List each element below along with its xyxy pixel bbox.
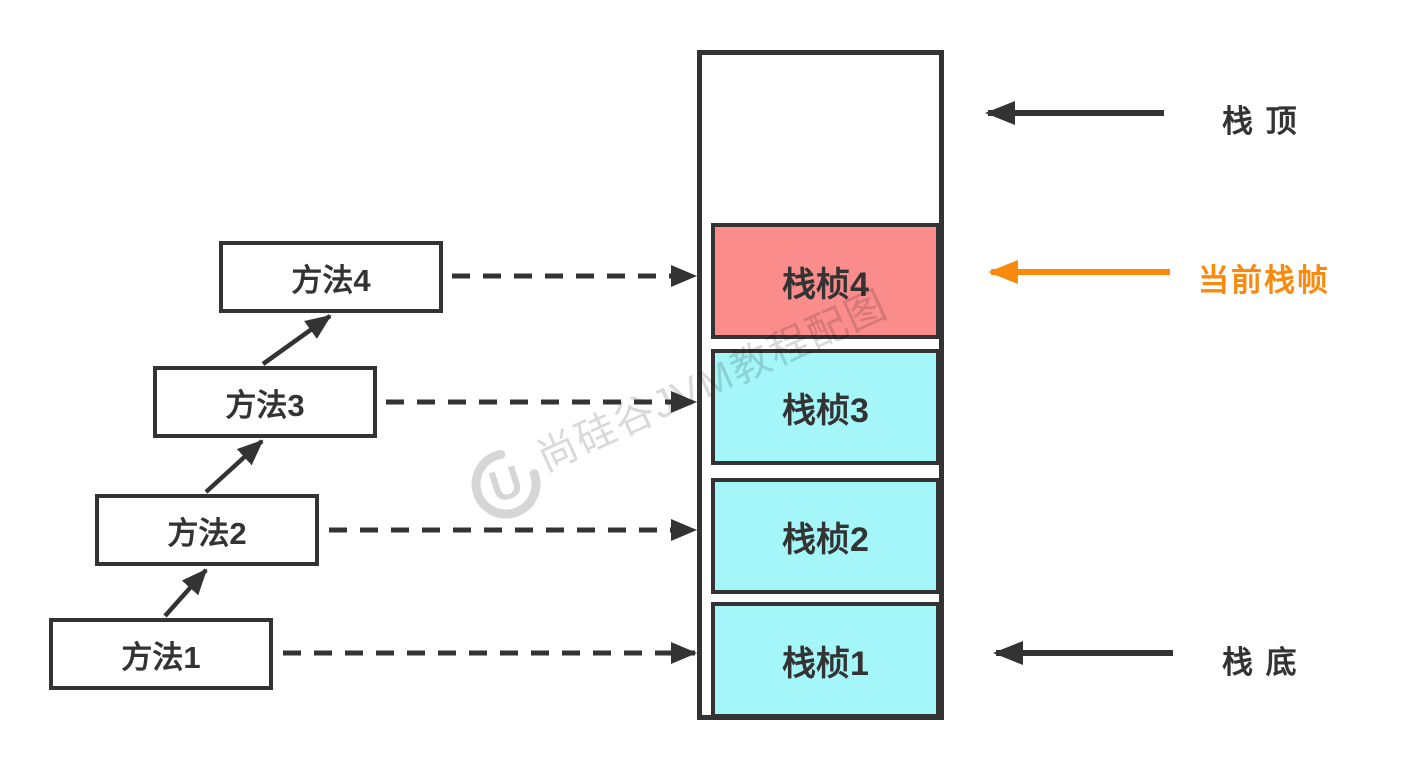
method-box-2-label: 方法2 (167, 515, 247, 551)
stack-frame-3-label: 栈桢3 (782, 391, 869, 430)
current-frame-label: 当前栈帧 (1198, 263, 1330, 298)
stack-frame-1: 栈桢1 (711, 602, 940, 718)
stack-frame-2: 栈桢2 (711, 478, 940, 594)
stack-top-label: 栈 顶 (1222, 104, 1299, 139)
annotation-arrows (985, 101, 1173, 665)
stack-frame-2-label: 栈桢2 (782, 520, 869, 559)
method-box-2: 方法2 (95, 494, 319, 566)
method-box-4-label: 方法4 (291, 262, 371, 298)
method-box-1-label: 方法1 (121, 639, 201, 675)
stack-bottom-label: 栈 底 (1222, 645, 1299, 680)
arrow-method2-to-method3 (204, 439, 264, 494)
method-to-frame-arrows (283, 265, 697, 664)
method-box-1: 方法1 (49, 618, 273, 690)
stack-frame-3: 栈桢3 (711, 349, 940, 465)
stack-container: 栈桢4 栈桢3 栈桢2 栈桢1 (697, 50, 944, 720)
watermark-logo-icon: U (471, 450, 541, 519)
arrow-method3-to-method4 (261, 314, 332, 366)
method-box-4: 方法4 (219, 241, 443, 313)
stack-frame-1-label: 栈桢1 (782, 644, 869, 683)
arrow-method1-to-method2 (163, 568, 208, 618)
method-box-3: 方法3 (153, 366, 377, 438)
method-box-3-label: 方法3 (225, 387, 305, 423)
stack-frame-4-current: 栈桢4 (711, 223, 940, 339)
watermark-logo-letter: U (483, 456, 528, 512)
method-call-arrows (163, 314, 332, 618)
stack-frame-4-label: 栈桢4 (782, 265, 869, 304)
